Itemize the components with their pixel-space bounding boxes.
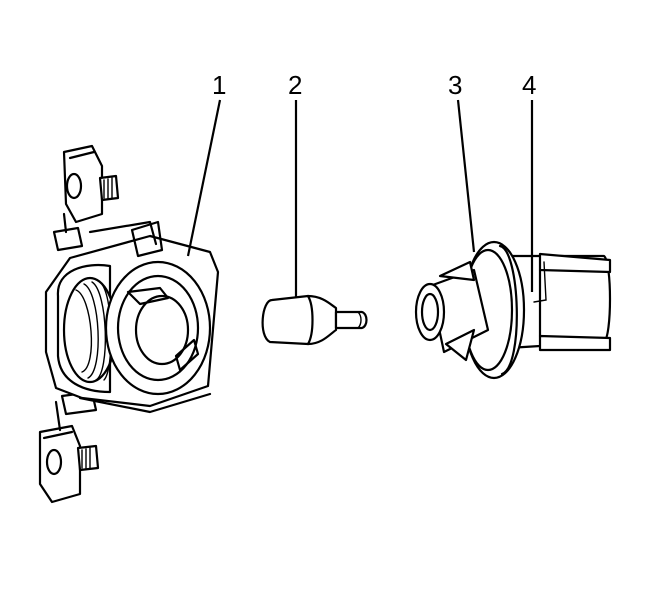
callout-label-2: 2 (288, 70, 302, 100)
bulb-socket (414, 240, 612, 380)
lamp-housing (38, 144, 220, 504)
bulb (261, 294, 368, 346)
upper-clip-nut (52, 144, 120, 252)
callout-3: 3 (448, 70, 476, 253)
callout-1: 1 (186, 70, 226, 257)
leader-line-1 (186, 99, 222, 257)
callout-2: 2 (288, 70, 302, 298)
leader-line-3 (456, 99, 476, 253)
callout-label-3: 3 (448, 70, 462, 100)
callout-label-4: 4 (522, 70, 536, 100)
callout-4: 4 (522, 70, 536, 292)
lower-clip-nut (38, 390, 100, 504)
callout-label-1: 1 (212, 70, 226, 100)
